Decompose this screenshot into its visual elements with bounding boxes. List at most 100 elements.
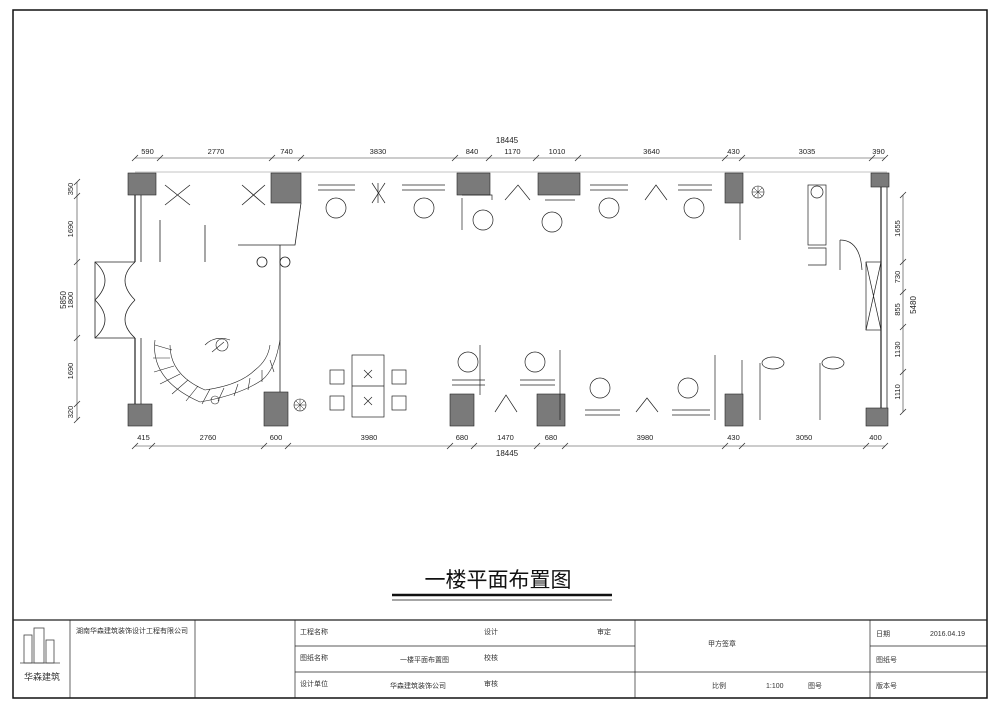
dimension-tick [284,442,292,450]
right-total-dimension: 5480 [909,296,918,314]
dimension-tick [73,192,81,200]
design-unit-value: 华森建筑装饰公司 [390,681,446,690]
dimension-label: 1655 [893,220,902,237]
sheet-border [12,9,988,699]
dimension-label: 350 [66,183,75,196]
dimension-tick [532,154,540,162]
company-line: 湖南华森建筑装饰设计工程有限公司 [76,626,188,635]
dimension-tick [470,442,478,450]
dimension-label: 2770 [208,147,225,156]
dimension-tick [451,154,459,162]
dimension-tick [73,178,81,186]
dimension-label: 600 [270,433,283,442]
drawing-number-label: 图纸号 [876,655,897,664]
dimension-lines [76,157,904,447]
version-label: 版本号 [876,681,897,690]
dimension-tick [862,442,870,450]
dimension-label: 390 [872,147,885,156]
dimension-label: 1690 [66,363,75,380]
reviewer-label: 审核 [484,679,498,688]
dimension-label: 430 [727,433,740,442]
dimension-label: 3640 [643,147,660,156]
dimension-tick [721,154,729,162]
dimension-tick [899,288,907,296]
approver-label: 审定 [597,627,611,636]
dimension-tick [533,442,541,450]
dimension-label: 840 [466,147,479,156]
dimension-label: 1170 [504,147,520,156]
dimension-tick [561,442,569,450]
dimension-label: 400 [869,433,882,442]
dimension-tick [148,442,156,450]
dimension-label: 320 [66,406,75,419]
design-unit-label: 设计单位 [300,679,328,688]
dimension-label: 3980 [361,433,378,442]
drawing-name-label: 图纸名称 [300,653,328,662]
dimension-label: 680 [456,433,469,442]
dimension-label: 3980 [637,433,654,442]
dimension-tick [131,154,139,162]
dimension-label: 855 [893,303,902,316]
dimension-label: 1690 [66,221,75,238]
left-total-dimension: 5850 [59,291,68,309]
date-label: 日期 [876,630,890,638]
logo-text: 华森建筑 [24,671,60,682]
dimension-tick [868,154,876,162]
dimension-label: 430 [727,147,740,156]
dimension-tick [738,154,746,162]
scale-label: 比例 [712,681,726,690]
dimension-label: 730 [893,271,902,284]
dimension-label: 3050 [796,433,813,442]
dimension-tick [73,400,81,408]
dimension-tick [881,154,889,162]
dimension-label: 590 [141,147,154,156]
dimension-tick [73,334,81,342]
dimension-label: 1110 [893,384,902,400]
dimension-tick [899,258,907,266]
project-name-label: 工程名称 [300,627,328,636]
dimension-tick [738,442,746,450]
date-value: 2016.04.19 [930,631,965,638]
checker-label: 校核 [484,653,498,662]
dimension-label: 1470 [497,433,514,442]
dimension-tick [485,154,493,162]
sheet-label: 图号 [808,682,822,690]
dimension-tick [297,154,305,162]
dimension-tick [881,442,889,450]
dimension-ticks [73,154,907,450]
dimension-tick [574,154,582,162]
dimension-label: 3830 [370,147,387,156]
dimension-label: 1010 [549,147,566,156]
dimension-tick [899,323,907,331]
drawing-title: 一楼平面布置图 [425,569,572,592]
dimension-labels: 590 2770 740 3830 840 1170 1010 3640 430 3035 390 4… [66,147,902,442]
top-total-dimension: 18445 [496,136,519,145]
drawing-name-value: 一楼平面布置图 [400,655,449,664]
owner-seal-label: 甲方签章 [708,639,736,648]
floor-plan [94,171,890,427]
dimension-label: 415 [137,433,150,442]
title-block [13,619,987,698]
dimension-tick [260,442,268,450]
dimension-tick [73,258,81,266]
dimension-label: 1800 [66,292,75,309]
dimension-label: 680 [545,433,558,442]
dimension-label: 3035 [799,147,816,156]
dimension-label: 1130 [893,341,902,357]
dimension-tick [899,368,907,376]
designer-label: 设计 [484,627,498,636]
dimension-tick [899,408,907,416]
dimension-tick [899,191,907,199]
dimension-tick [446,442,454,450]
bottom-total-dimension: 18445 [496,449,519,458]
dimension-label: 740 [280,147,293,156]
dimension-tick [721,442,729,450]
dimension-tick [73,416,81,424]
dimension-label: 2760 [200,433,217,442]
dimension-tick [131,442,139,450]
dimension-tick [156,154,164,162]
scale-value: 1:100 [766,683,784,690]
dimension-tick [268,154,276,162]
company-logo [20,627,60,664]
